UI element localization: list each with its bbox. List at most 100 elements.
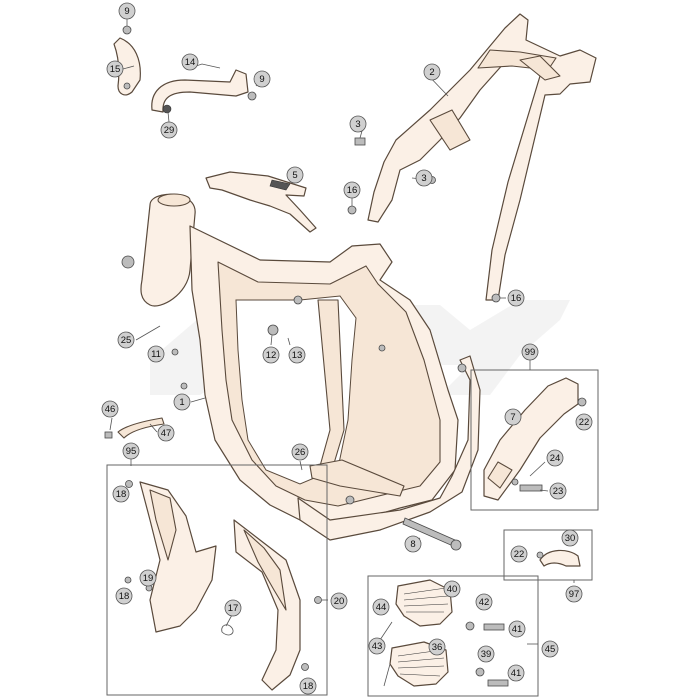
- callout-circle: [561, 529, 579, 547]
- ground-cable-part-47: [104, 417, 165, 439]
- frame-protector-left: [139, 481, 217, 633]
- callout-circle: [368, 637, 386, 655]
- callout-circle: [423, 63, 441, 81]
- callout-label: 95: [126, 446, 137, 457]
- callout-circle: [147, 345, 165, 363]
- callout-circle: [286, 166, 304, 184]
- callout-label: 43: [372, 641, 383, 652]
- callout-label: 19: [143, 573, 154, 584]
- bracket-part-14: [151, 69, 257, 114]
- callout-18: 18: [299, 677, 317, 695]
- callout-circle: [372, 598, 390, 616]
- callout-label: 18: [303, 681, 314, 692]
- callout-29: 29: [160, 121, 178, 139]
- frame-protector-right: [233, 519, 301, 691]
- callout-16: 16: [343, 181, 361, 199]
- callout-label: 3: [355, 119, 360, 130]
- callout-97: 97: [565, 585, 583, 603]
- chain-guide-part-30: [536, 549, 581, 567]
- callout-label: 9: [124, 6, 129, 17]
- main-frame-part-1: [121, 193, 481, 541]
- callout-circle: [546, 449, 564, 467]
- callout-24: 24: [546, 449, 564, 467]
- callout-circle: [507, 664, 525, 682]
- callout-circle: [224, 599, 242, 617]
- callout-label: 41: [512, 624, 523, 635]
- callout-label: 45: [545, 644, 556, 655]
- callout-label: 5: [292, 170, 297, 181]
- callout-label: 8: [410, 539, 415, 550]
- callout-42: 42: [475, 593, 493, 611]
- callout-circle: [122, 442, 140, 460]
- callout-16: 16: [507, 289, 525, 307]
- callout-circle: [349, 115, 367, 133]
- callout-22: 22: [575, 413, 593, 431]
- callout-label: 7: [510, 412, 515, 423]
- callout-label: 47: [161, 428, 172, 439]
- group-box-45: [367, 575, 539, 697]
- callout-label: 44: [376, 602, 387, 613]
- callout-label: 99: [525, 347, 536, 358]
- bolt-16a: [347, 205, 357, 215]
- callout-25: 25: [117, 331, 135, 349]
- callout-circle: [504, 408, 522, 426]
- callout-circle: [443, 580, 461, 598]
- callout-label: 11: [151, 349, 161, 360]
- callout-label: 20: [334, 596, 345, 607]
- callout-label: 46: [105, 404, 116, 415]
- callout-label: 30: [565, 533, 576, 544]
- callout-circle: [291, 443, 309, 461]
- callout-47: 47: [157, 424, 175, 442]
- callout-circle: [288, 346, 306, 364]
- callout-label: 16: [347, 185, 358, 196]
- callout-label: 97: [569, 589, 580, 600]
- callout-circle: [575, 413, 593, 431]
- callout-26: 26: [291, 443, 309, 461]
- callout-circle: [541, 640, 559, 658]
- wire-guard-part-5: [205, 171, 317, 233]
- callout-label: 42: [479, 597, 490, 608]
- callout-label: 36: [432, 642, 443, 653]
- callout-20: 20: [330, 592, 348, 610]
- callout-circle: [330, 592, 348, 610]
- callout-circle: [565, 585, 583, 603]
- callout-7: 7: [504, 408, 522, 426]
- callout-label: 18: [119, 591, 130, 602]
- callout-circle: [253, 70, 271, 88]
- callout-label: 40: [447, 584, 458, 595]
- callout-circle: [112, 485, 130, 503]
- callout-36: 36: [428, 638, 446, 656]
- callout-23: 23: [549, 482, 567, 500]
- callout-label: 23: [553, 486, 564, 497]
- callout-17: 17: [224, 599, 242, 617]
- callout-18: 18: [115, 587, 133, 605]
- callout-circle: [160, 121, 178, 139]
- callout-circle: [101, 400, 119, 418]
- callout-label: 22: [514, 549, 525, 560]
- callout-circle: [549, 482, 567, 500]
- callout-circle: [415, 169, 433, 187]
- callout-43: 43: [368, 637, 386, 655]
- callout-8: 8: [404, 535, 422, 553]
- callout-5: 5: [286, 166, 304, 184]
- callout-circle: [404, 535, 422, 553]
- callout-1: 1: [173, 393, 191, 411]
- callout-14: 14: [181, 53, 199, 71]
- callout-22: 22: [510, 545, 528, 563]
- callout-label: 14: [185, 57, 196, 68]
- callout-99: 99: [521, 343, 539, 361]
- callout-label: 9: [259, 74, 264, 85]
- subframe-part-2: [367, 13, 597, 303]
- callout-44: 44: [372, 598, 390, 616]
- callout-circle: [181, 53, 199, 71]
- bracket-part-15: [113, 25, 141, 96]
- group-box-99: [470, 369, 599, 511]
- callout-41: 41: [508, 620, 526, 638]
- callout-3: 3: [415, 169, 433, 187]
- callout-label: 1: [179, 397, 184, 408]
- callout-label: 12: [266, 350, 277, 361]
- callout-3: 3: [349, 115, 367, 133]
- callout-40: 40: [443, 580, 461, 598]
- callout-label: 3: [421, 173, 426, 184]
